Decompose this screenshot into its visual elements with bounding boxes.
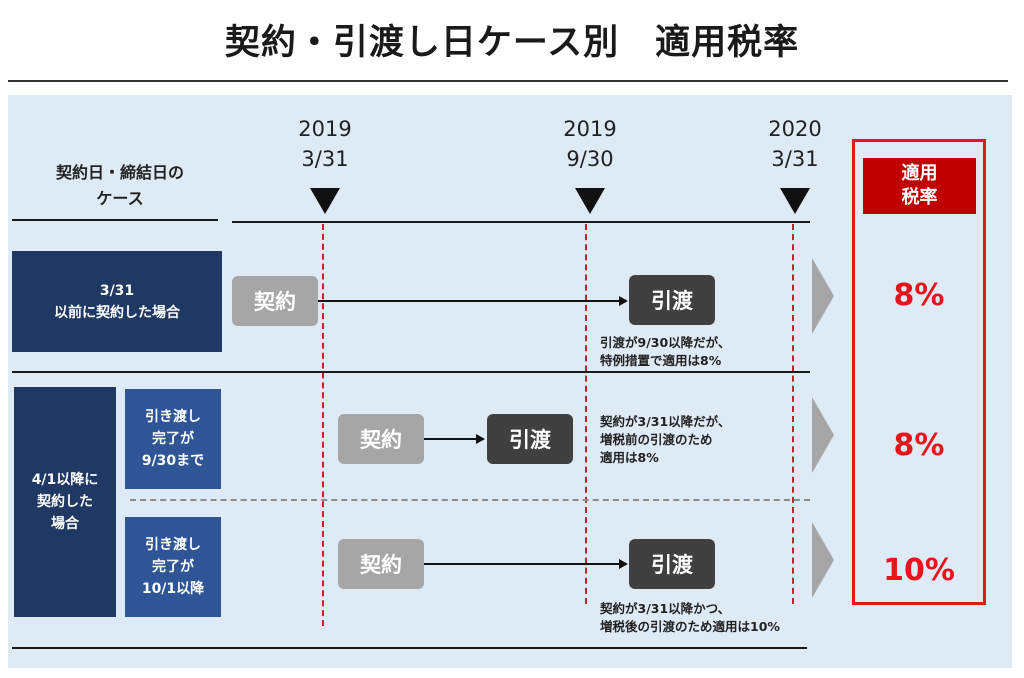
- timeline-line-2020-03-31: [792, 224, 794, 604]
- case2b-contract-box: 契約: [338, 539, 424, 589]
- case2b-label-line1: 引き渡し: [145, 537, 201, 553]
- case2a-note-line1: 契約が3/31以降だが、: [600, 414, 731, 429]
- case1-contract-box: 契約: [232, 276, 318, 326]
- case1-label: 3/31 以前に契約した場合: [12, 251, 222, 352]
- case2a-chevron-icon: [812, 397, 834, 473]
- header-underline-left: [12, 219, 218, 221]
- case2a-label: 引き渡し 完了が 9/30まで: [125, 389, 221, 489]
- title-underline: [8, 80, 1008, 82]
- case2a-label-line2: 完了が: [152, 431, 194, 447]
- date-marker-2-icon: [575, 188, 605, 214]
- case2-subdivider: [130, 499, 810, 501]
- case-column-header-line2: ケース: [96, 189, 144, 208]
- date-header-3: 2020 3/31: [750, 114, 840, 174]
- case2b-chevron-icon: [812, 522, 834, 598]
- case2b-label-line2: 完了が: [152, 559, 194, 575]
- case2a-note-line3: 適用は8%: [600, 450, 659, 465]
- case1-chevron-icon: [812, 258, 834, 334]
- date-header-1: 2019 3/31: [280, 114, 370, 174]
- date-marker-3-icon: [780, 188, 810, 214]
- date-header-3-year: 2020: [768, 117, 822, 141]
- date-header-1-year: 2019: [298, 117, 352, 141]
- case2a-delivery-box: 引渡: [487, 414, 573, 464]
- case2b-note-line1: 契約が3/31以降かつ、: [600, 601, 731, 616]
- rate-header-line1: 適用: [901, 163, 938, 184]
- case2b-label-line3: 10/1以降: [141, 581, 205, 597]
- case2-group-label-line3: 場合: [50, 516, 79, 532]
- case2a-arrow-line: [424, 438, 476, 440]
- case2a-rate: 8%: [893, 428, 945, 463]
- case2b-note: 契約が3/31以降かつ、 増税後の引渡のため適用は10%: [600, 600, 780, 636]
- case2b-arrow-line: [424, 563, 620, 565]
- case2a-contract-box: 契約: [338, 414, 424, 464]
- case1-label-line2: 以前に契約した場合: [54, 304, 180, 321]
- case2b-label: 引き渡し 完了が 10/1以降: [125, 517, 221, 617]
- rate-column-header: 適用 税率: [863, 158, 976, 214]
- case2-group-label-line1: 4/1以降に: [31, 472, 99, 488]
- case2a-label-line1: 引き渡し: [145, 409, 201, 425]
- case2b-note-line2: 増税後の引渡のため適用は10%: [600, 619, 780, 634]
- case1-label-line1: 3/31: [99, 282, 135, 299]
- case1-arrow-line: [318, 300, 620, 302]
- bottom-divider: [12, 647, 807, 649]
- date-marker-1-icon: [310, 188, 340, 214]
- case2-group-label-line2: 契約した: [36, 494, 93, 510]
- case2a-note-line2: 増税前の引渡のため: [600, 432, 713, 447]
- date-header-1-day: 3/31: [301, 147, 349, 171]
- case2b-delivery-box: 引渡: [629, 539, 715, 589]
- date-header-2-day: 9/30: [566, 147, 614, 171]
- timeline-line-2019-09-30: [585, 224, 587, 604]
- case1-divider: [12, 371, 810, 373]
- date-header-2: 2019 9/30: [545, 114, 635, 174]
- case2b-arrow-head-icon: [619, 559, 628, 569]
- case1-note-line1: 引渡が9/30以降だが、: [600, 335, 731, 350]
- case2a-arrow-head-icon: [476, 434, 485, 444]
- rate-column-frame: [852, 139, 986, 605]
- case-column-header: 契約日・締結日の ケース: [20, 160, 220, 212]
- rate-header-line2: 税率: [901, 187, 938, 208]
- case2-group-label: 4/1以降に 契約した 場合: [14, 387, 116, 617]
- case2b-rate: 10%: [883, 553, 955, 588]
- timeline-header-line: [232, 221, 810, 223]
- case1-delivery-box: 引渡: [629, 275, 715, 325]
- case2a-label-line3: 9/30まで: [141, 453, 205, 469]
- date-header-2-year: 2019: [563, 117, 617, 141]
- page-title: 契約・引渡し日ケース別 適用税率: [224, 23, 800, 63]
- date-header-3-day: 3/31: [771, 147, 819, 171]
- case1-arrow-head-icon: [619, 296, 628, 306]
- case1-note: 引渡が9/30以降だが、 特例措置で適用は8%: [600, 334, 730, 370]
- case2a-note: 契約が3/31以降だが、 増税前の引渡のため 適用は8%: [600, 413, 730, 467]
- timeline-line-2019-03-31: [322, 224, 324, 626]
- case1-rate: 8%: [893, 278, 945, 313]
- case-column-header-line1: 契約日・締結日の: [55, 163, 184, 182]
- case1-note-line2: 特例措置で適用は8%: [600, 353, 722, 368]
